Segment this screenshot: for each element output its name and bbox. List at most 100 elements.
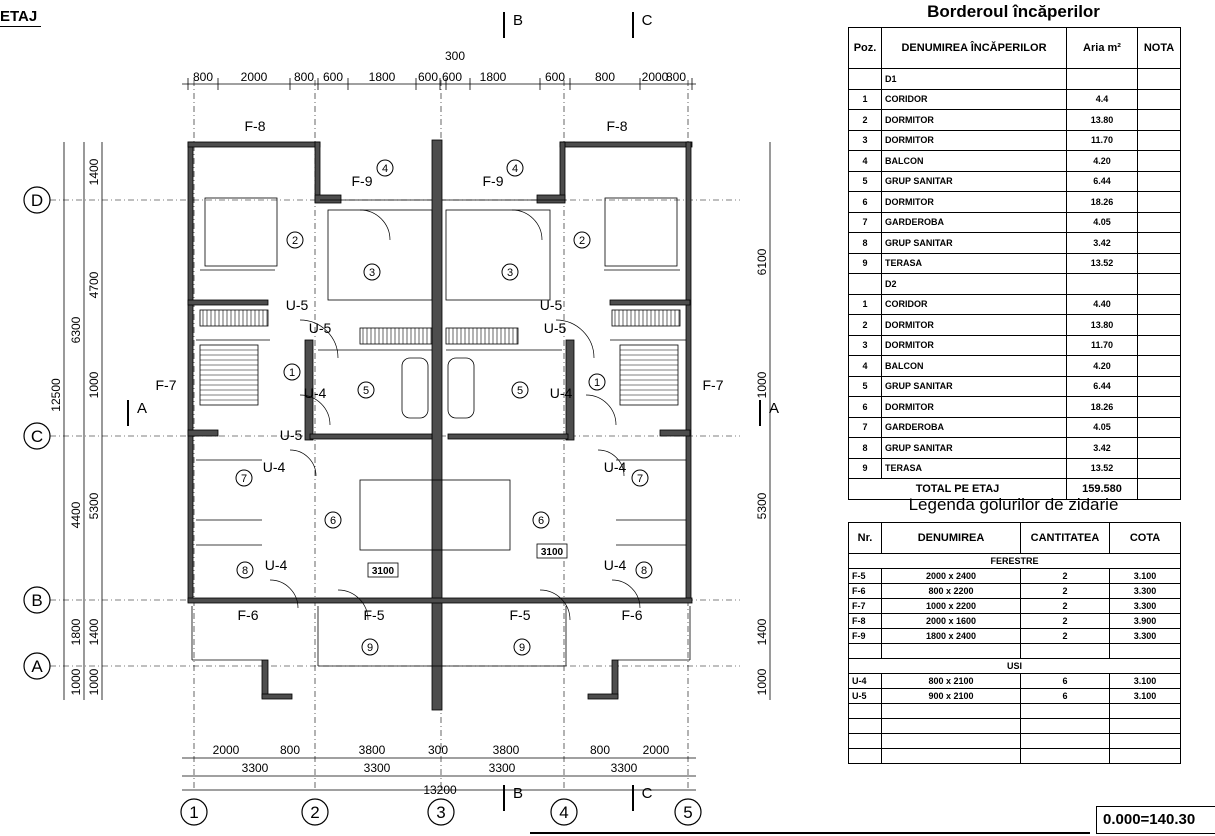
- room-name: TERASA: [881, 252, 1067, 274]
- wall: [187, 299, 269, 306]
- section-mark-label: B: [513, 785, 523, 802]
- door-swing: [337, 589, 369, 621]
- room-area: 13.80: [1066, 314, 1138, 336]
- wardrobe: [199, 309, 269, 327]
- left-dimension: 6300: [69, 316, 83, 343]
- opening-blank-cell: [1109, 643, 1181, 659]
- opening-blank-row: [848, 733, 1181, 749]
- room-area: 6.44: [1066, 170, 1138, 192]
- room-nota: [1137, 334, 1181, 356]
- room-number-circle: [235, 469, 253, 487]
- room-name: BALCON: [881, 355, 1067, 377]
- openings-group-row: FERESTRE: [848, 553, 1181, 569]
- room-poz: 3: [848, 334, 882, 356]
- opening-nr: F-7: [848, 598, 882, 614]
- left-dimension: 1800: [69, 618, 83, 645]
- room-area: 11.70: [1066, 334, 1138, 356]
- room-number-circle: [376, 159, 394, 177]
- opening-qty: 2: [1020, 583, 1110, 599]
- right-dimension: 1000: [755, 668, 769, 695]
- room-nota: [1137, 232, 1181, 254]
- room-number: 5: [517, 385, 523, 397]
- door-swing: [555, 319, 595, 359]
- opening-cota: 3.100: [1109, 673, 1181, 689]
- wall: [611, 659, 619, 699]
- opening-blank-cell: [848, 643, 882, 659]
- room-name: GRUP SANITAR: [881, 170, 1067, 192]
- rooms-total-row: TOTAL PE ETAJ 159.580: [848, 478, 1181, 500]
- room-name: DORMITOR: [881, 129, 1067, 151]
- top-dimension: 800: [595, 70, 615, 84]
- room-number-circle: [511, 381, 529, 399]
- axis-bubble-row: [23, 586, 51, 614]
- window-label: F-9: [483, 173, 504, 189]
- section-mark-label: B: [513, 12, 523, 29]
- left-dimension: 1400: [87, 158, 101, 185]
- opening-size: 2000 x 1600: [881, 613, 1021, 629]
- axis-row-label: B: [31, 591, 42, 610]
- wall: [261, 659, 269, 699]
- wall: [536, 194, 566, 204]
- elevation-reference: 0.000=140.30: [1096, 806, 1215, 834]
- wall: [559, 141, 693, 148]
- wall: [187, 597, 693, 604]
- section-mark-label: C: [642, 12, 653, 29]
- door-swing: [299, 319, 339, 359]
- opening-blank-cell: [848, 748, 882, 764]
- window-label: F-9: [352, 173, 373, 189]
- window-label: F-8: [607, 118, 628, 134]
- wall: [447, 433, 569, 440]
- bottom-dimension: 3300: [242, 761, 269, 775]
- opening-size: 2000 x 2400: [881, 568, 1021, 584]
- room-poz: 3: [848, 129, 882, 151]
- room-name: D2: [881, 273, 1067, 295]
- top-dimension: 600: [545, 70, 565, 84]
- opening-blank-row: [848, 703, 1181, 719]
- bed-outline: [604, 197, 678, 267]
- room-number: 5: [363, 385, 369, 397]
- openings-table-title: Legenda golurilor de zidarie: [908, 495, 1119, 514]
- room-poz: 8: [848, 437, 882, 459]
- right-dimension: 1000: [755, 371, 769, 398]
- window-label: F-6: [238, 607, 259, 623]
- rooms-header-poz: Poz.: [848, 27, 882, 69]
- room-poz: 5: [848, 170, 882, 192]
- room-poz: 2: [848, 109, 882, 131]
- openings-header-nr: Nr.: [848, 522, 882, 554]
- room-number-circle: [324, 511, 342, 529]
- room-poz: 2: [848, 314, 882, 336]
- room-nota: [1137, 170, 1181, 192]
- top-dimension: 800: [193, 70, 213, 84]
- door-swing: [359, 209, 391, 241]
- room-area: 13.80: [1066, 109, 1138, 131]
- bottom-dimension: 2000: [213, 743, 240, 757]
- left-dimension: 4400: [69, 501, 83, 528]
- opening-blank-row: [848, 643, 1181, 659]
- section-mark-label: C: [642, 785, 653, 802]
- opening-blank-cell: [881, 748, 1021, 764]
- level-tag: [367, 562, 399, 578]
- room-nota: [1137, 314, 1181, 336]
- axis-bubble-col: [427, 798, 455, 826]
- rooms-header-nota: NOTA: [1137, 27, 1181, 69]
- openings-group-label: FERESTRE: [848, 553, 1181, 569]
- wall: [587, 693, 619, 700]
- room-poz: 6: [848, 191, 882, 213]
- page-title: ETAJ: [0, 8, 42, 27]
- door-label: U-4: [604, 459, 627, 475]
- room-number: 9: [519, 642, 525, 654]
- opening-qty: 2: [1020, 568, 1110, 584]
- room-number-circle: [501, 263, 519, 281]
